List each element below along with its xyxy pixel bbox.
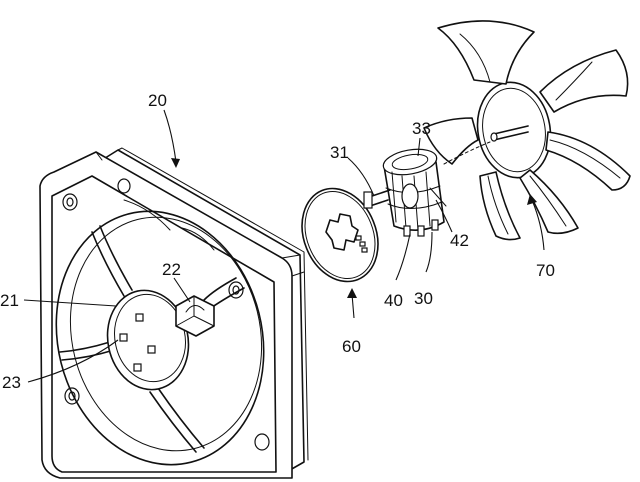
leader-lines	[23, 109, 545, 383]
fan-frame	[39, 147, 309, 479]
stator-assembly	[363, 148, 447, 237]
impeller	[423, 20, 631, 241]
ref-label-30: 30	[414, 289, 433, 308]
ref-label-70: 70	[536, 261, 555, 280]
ref-label-40: 40	[384, 291, 403, 310]
circuit-board	[301, 187, 379, 283]
ref-label-60: 60	[342, 337, 361, 356]
ref-label-31: 31	[330, 143, 349, 162]
ref-label-22: 22	[162, 260, 181, 279]
ref-label-23: 23	[2, 373, 21, 392]
ref-label-20: 20	[148, 91, 167, 110]
ref-label-42: 42	[450, 231, 469, 250]
ref-label-33: 33	[412, 119, 431, 138]
ref-label-21: 21	[0, 291, 19, 310]
